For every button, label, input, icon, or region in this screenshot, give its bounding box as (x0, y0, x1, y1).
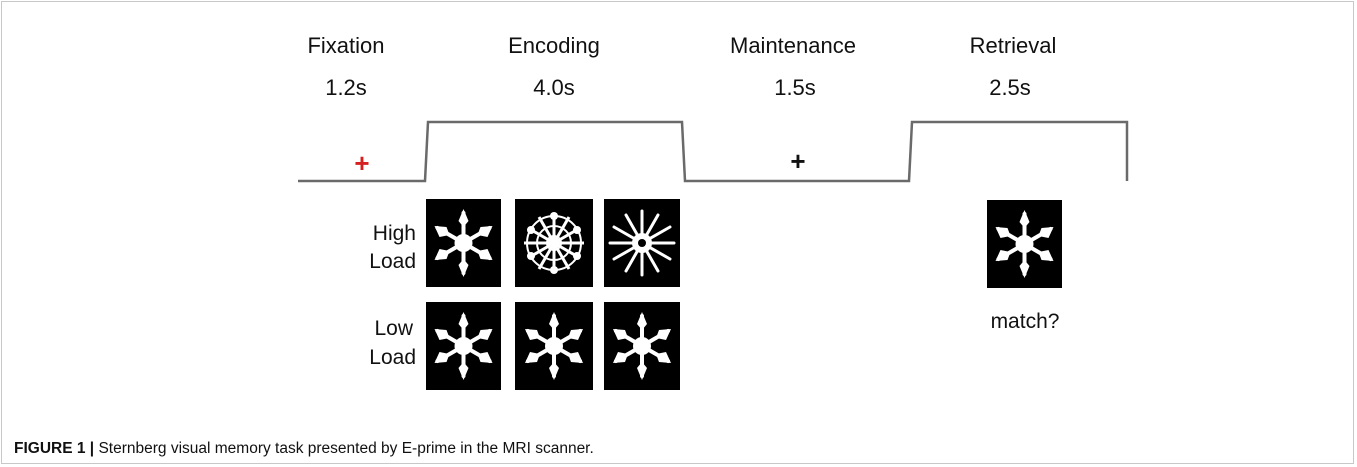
phase-label-encoding: Encoding (508, 33, 600, 58)
low-load-stimulus-1 (426, 302, 501, 390)
high-load-stimulus-3 (604, 199, 680, 287)
maintenance-cross: + (790, 146, 805, 176)
high-load-label-line2: Load (369, 250, 416, 273)
duration-encoding: 4.0s (533, 75, 575, 100)
duration-maintenance: 1.5s (774, 75, 816, 100)
high-load-label: High (373, 222, 416, 245)
figure-caption-text: Sternberg visual memory task presented b… (94, 440, 594, 457)
low-load-stimulus-3 (604, 302, 680, 390)
figure-caption-label: FIGURE 1 | (14, 440, 95, 457)
duration-retrieval: 2.5s (989, 75, 1031, 100)
phase-label-fixation: Fixation (307, 33, 384, 58)
low-load-stimulus-2 (515, 302, 593, 390)
low-load-label: Low (374, 317, 413, 340)
low-load-label-line2: Load (369, 346, 416, 369)
duration-fixation: 1.2s (325, 75, 367, 100)
figure-caption: FIGURE 1 | Sternberg visual memory task … (14, 440, 594, 458)
retrieval-probe-stimulus (987, 200, 1062, 288)
match-prompt: match? (991, 310, 1060, 333)
timeline-line (298, 120, 1129, 183)
phase-label-retrieval: Retrieval (970, 33, 1057, 58)
fixation-cross: + (354, 148, 369, 178)
phase-label-maintenance: Maintenance (730, 33, 856, 58)
high-load-stimulus-1 (426, 199, 501, 287)
high-load-stimulus-2 (515, 199, 593, 287)
